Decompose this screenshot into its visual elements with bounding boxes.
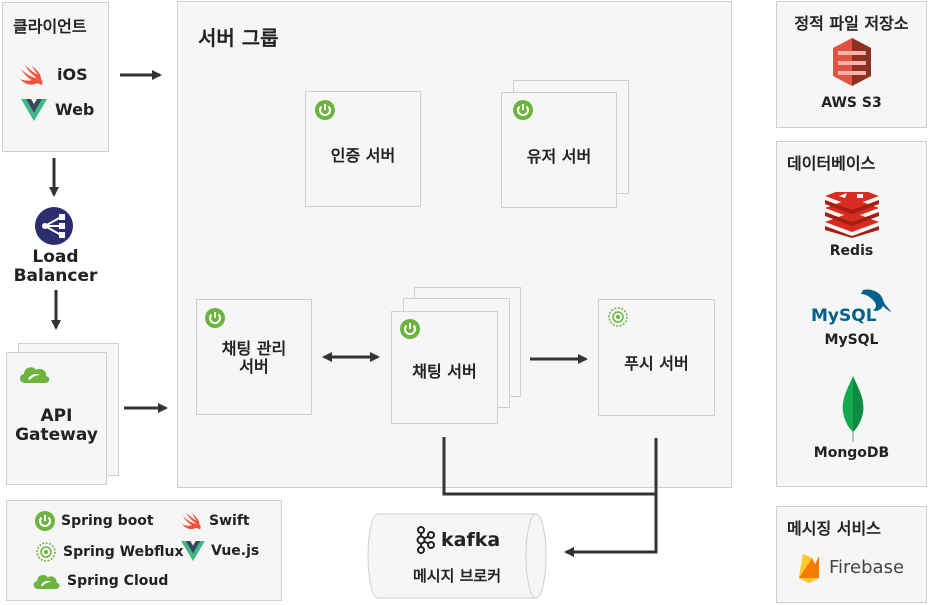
redis-icon xyxy=(823,192,881,238)
legend-swift-label: Swift xyxy=(209,513,250,529)
spring-cloud-icon xyxy=(31,571,61,591)
redis-label: Redis xyxy=(829,243,874,259)
spring-boot-icon xyxy=(35,511,55,531)
api-gateway-box: API Gateway xyxy=(6,352,107,485)
aws-s3-label: AWS S3 xyxy=(821,95,882,111)
api-gateway-label: API Gateway xyxy=(7,407,106,445)
legend-swift: Swift xyxy=(181,511,250,531)
load-balancer-label: Load Balancer xyxy=(2,248,109,286)
ios-label: iOS xyxy=(57,65,88,84)
legend-vuejs: Vue.js xyxy=(181,541,259,561)
server-group-title: 서버 그룹 xyxy=(198,26,279,50)
web-label: Web xyxy=(55,100,95,119)
kafka-brand: kafka xyxy=(441,529,501,551)
mongodb-label: MongoDB xyxy=(813,445,890,461)
mysql-icon: MySQL xyxy=(811,288,895,328)
load-balancer-line1: Load xyxy=(32,247,79,267)
push-server-box: 푸시 서버 xyxy=(598,299,715,416)
auth-server-label: 인증 서버 xyxy=(330,146,396,165)
client-title: 클라이언트 xyxy=(13,17,87,36)
spring-cloud-icon xyxy=(17,363,51,385)
chat-mgmt-line1: 채팅 관리 xyxy=(221,339,287,358)
spring-webflux-icon xyxy=(35,541,57,563)
broker-label: 메시지 브로커 xyxy=(412,567,502,585)
auth-server-box: 인증 서버 xyxy=(305,91,421,207)
spring-boot-icon xyxy=(205,308,225,328)
vue-icon xyxy=(181,541,205,561)
aws-s3-icon xyxy=(829,36,875,88)
storage-title: 정적 파일 저장소 xyxy=(794,14,909,33)
legend-spring-boot: Spring boot xyxy=(35,511,154,531)
api-gateway-line2: Gateway xyxy=(15,425,98,445)
chat-mgmt-line2: 서버 xyxy=(239,357,269,376)
chat-mgmt-server-box: 채팅 관리 서버 xyxy=(196,299,312,415)
push-server-label: 푸시 서버 xyxy=(624,354,689,373)
load-balancer-icon xyxy=(34,206,74,246)
chat-server-label: 채팅 서버 xyxy=(412,362,477,381)
legend-spring-boot-label: Spring boot xyxy=(61,513,154,529)
chat-server-box: 채팅 서버 xyxy=(391,311,498,424)
chat-mgmt-server-label: 채팅 관리 서버 xyxy=(197,340,311,376)
legend-spring-webflux: Spring Webflux xyxy=(35,541,184,563)
database-box: 데이터베이스 Redis MySQL MySQL MongoDB xyxy=(776,141,927,487)
swift-icon xyxy=(181,511,203,531)
mysql-label: MySQL xyxy=(824,332,879,348)
kafka-icon xyxy=(414,526,436,554)
messaging-title: 메시징 서비스 xyxy=(787,519,881,538)
spring-boot-icon xyxy=(400,319,420,339)
firebase-label: Firebase xyxy=(829,557,905,578)
storage-box: 정적 파일 저장소 AWS S3 xyxy=(776,1,927,128)
client-box: 클라이언트 iOS Web xyxy=(2,2,109,152)
swift-icon xyxy=(19,63,45,87)
spring-boot-icon xyxy=(513,100,533,120)
vue-icon xyxy=(21,99,47,121)
mysql-logo-text: MySQL xyxy=(811,306,877,326)
legend-spring-webflux-label: Spring Webflux xyxy=(63,544,184,560)
mongodb-icon xyxy=(841,376,865,442)
user-server-box: 유저 서버 xyxy=(501,92,617,208)
spring-boot-icon xyxy=(315,100,335,120)
user-server-label: 유저 서버 xyxy=(526,147,592,166)
legend-vuejs-label: Vue.js xyxy=(211,543,260,559)
load-balancer-line2: Balancer xyxy=(13,266,98,286)
messaging-box: 메시징 서비스 Firebase xyxy=(776,506,927,603)
spring-webflux-icon xyxy=(607,306,629,328)
api-gateway-line1: API xyxy=(40,406,73,426)
firebase-icon xyxy=(797,552,821,584)
legend-spring-cloud-label: Spring Cloud xyxy=(67,573,169,589)
legend-box: Spring boot Swift Spring Webflux Vue.js … xyxy=(6,500,282,601)
database-title: 데이터베이스 xyxy=(787,154,876,173)
legend-spring-cloud: Spring Cloud xyxy=(31,571,168,591)
message-broker: kafka 메시지 브로커 xyxy=(366,513,548,599)
